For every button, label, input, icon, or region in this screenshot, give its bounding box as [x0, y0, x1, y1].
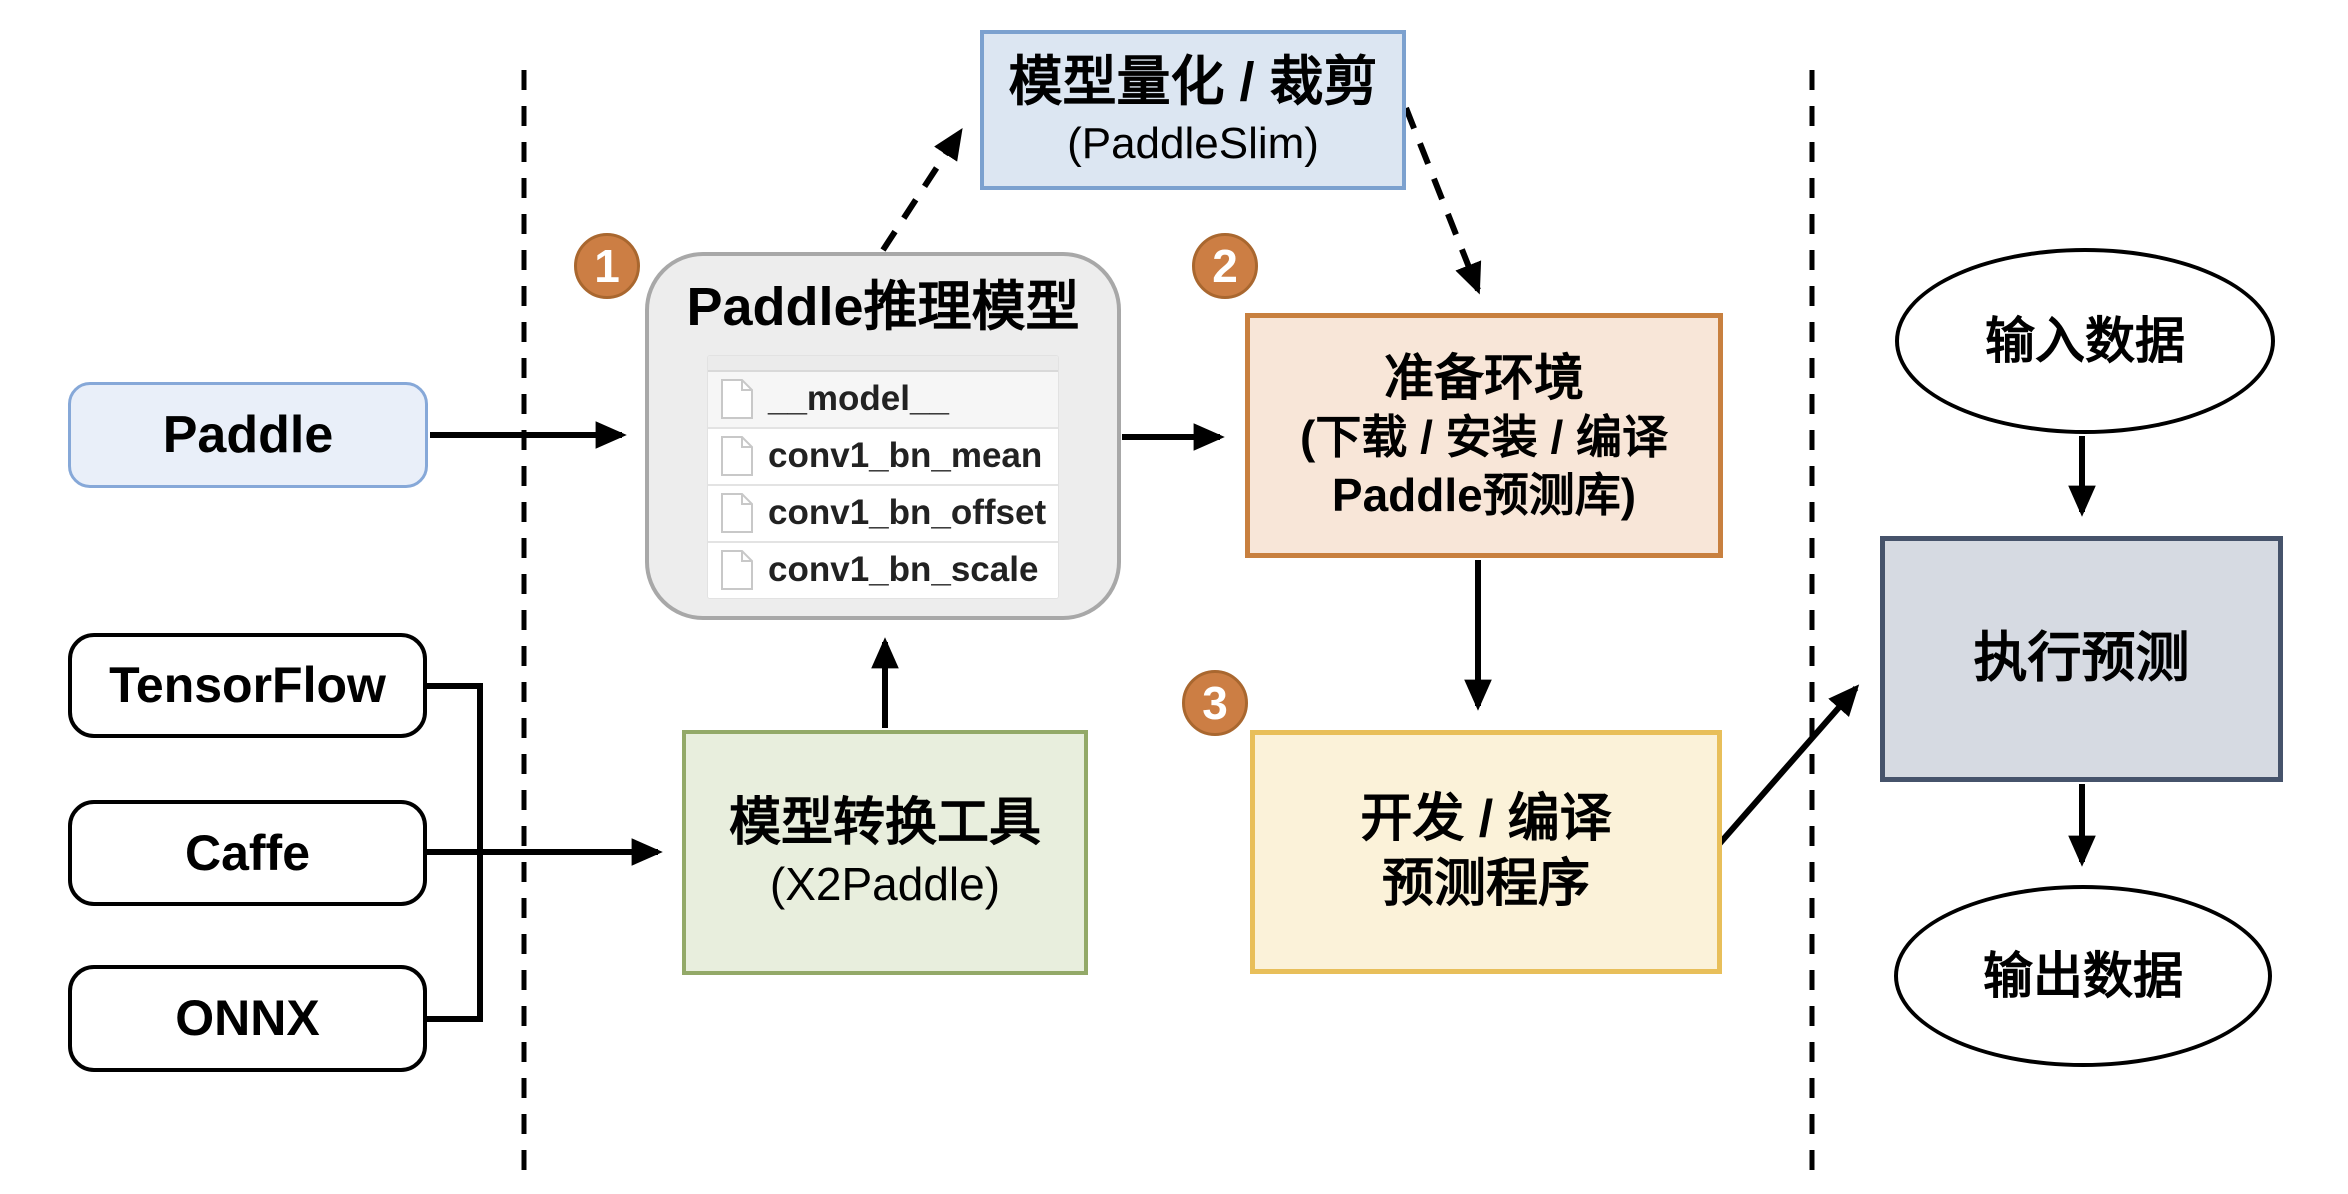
file-name: conv1_bn_offset — [768, 493, 1047, 533]
edge-inference-model-to-paddleslim-dashed — [880, 127, 963, 252]
prepare-env-line2: (下载 / 安装 / 编译 — [1300, 411, 1668, 464]
file-icon — [721, 550, 753, 590]
paddleslim-subtitle: (PaddleSlim) — [1067, 119, 1319, 169]
file-list-header-strip — [708, 355, 1058, 372]
tensorflow-label: TensorFlow — [109, 657, 386, 714]
step-1-number: 1 — [594, 240, 620, 292]
converter-subtitle: (X2Paddle) — [769, 858, 1001, 911]
file-icon — [721, 436, 753, 476]
output-data-label: 输出数据 — [1983, 947, 2183, 1004]
file-row: conv1_bn_mean — [708, 428, 1058, 486]
file-row: __model__ — [708, 371, 1058, 429]
caffe-label: Caffe — [184, 824, 311, 881]
onnx-source-box: ONNX — [68, 965, 427, 1072]
caffe-source-box: Caffe — [68, 800, 427, 906]
file-name: conv1_bn_mean — [768, 436, 1043, 476]
file-name: conv1_bn_scale — [768, 550, 1039, 590]
converter-title: 模型转换工具 — [728, 794, 1041, 853]
input-data-ellipse: 输入数据 — [1895, 248, 2275, 434]
input-data-label: 输入数据 — [1985, 312, 2185, 369]
run-inference-label: 执行预测 — [1973, 628, 2190, 689]
inference-model-title: Paddle推理模型 — [686, 277, 1080, 337]
prepare-environment-box: 准备环境 (下载 / 安装 / 编译 Paddle预测库) — [1245, 313, 1723, 558]
step-badge-1: 1 — [574, 233, 640, 299]
model-file-list: __model__ conv1_bn_mean conv1_bn_offset … — [708, 355, 1058, 598]
model-quantization-pruning-box: 模型量化 / 裁剪 (PaddleSlim) — [980, 30, 1406, 190]
onnx-label: ONNX — [175, 990, 320, 1047]
paddle-label: Paddle — [162, 405, 334, 464]
file-row: conv1_bn_scale — [708, 542, 1058, 598]
step-badge-3: 3 — [1182, 670, 1248, 736]
dev-compile-line1: 开发 / 编译 — [1360, 790, 1612, 848]
step-2-number: 2 — [1212, 240, 1238, 292]
prepare-env-line3: Paddle预测库) — [1331, 468, 1637, 521]
file-icon — [721, 493, 753, 533]
model-converter-box: 模型转换工具 (X2Paddle) — [682, 730, 1088, 975]
paddleslim-title: 模型量化 / 裁剪 — [1008, 51, 1378, 112]
output-data-ellipse: 输出数据 — [1894, 885, 2272, 1067]
step-3-number: 3 — [1202, 677, 1228, 729]
file-name: __model__ — [768, 379, 949, 419]
bracket-tensorflow-onnx — [427, 683, 483, 1022]
run-inference-box: 执行预测 — [1880, 536, 2283, 782]
paddle-source-box: Paddle — [68, 382, 428, 488]
edge-dev-compile-to-run-inference — [1711, 684, 1860, 852]
paddle-inference-model-box: Paddle推理模型 __model__ conv1_bn_mean conv1… — [645, 252, 1121, 620]
develop-compile-box: 开发 / 编译 预测程序 — [1250, 730, 1722, 974]
file-icon — [721, 379, 753, 419]
edge-paddleslim-to-prepare-env-dashed — [1403, 106, 1482, 295]
file-row: conv1_bn_offset — [708, 485, 1058, 543]
step-badge-2: 2 — [1192, 233, 1258, 299]
tensorflow-source-box: TensorFlow — [68, 633, 427, 738]
prepare-env-title: 准备环境 — [1384, 349, 1584, 406]
dev-compile-line2: 预测程序 — [1381, 855, 1590, 913]
